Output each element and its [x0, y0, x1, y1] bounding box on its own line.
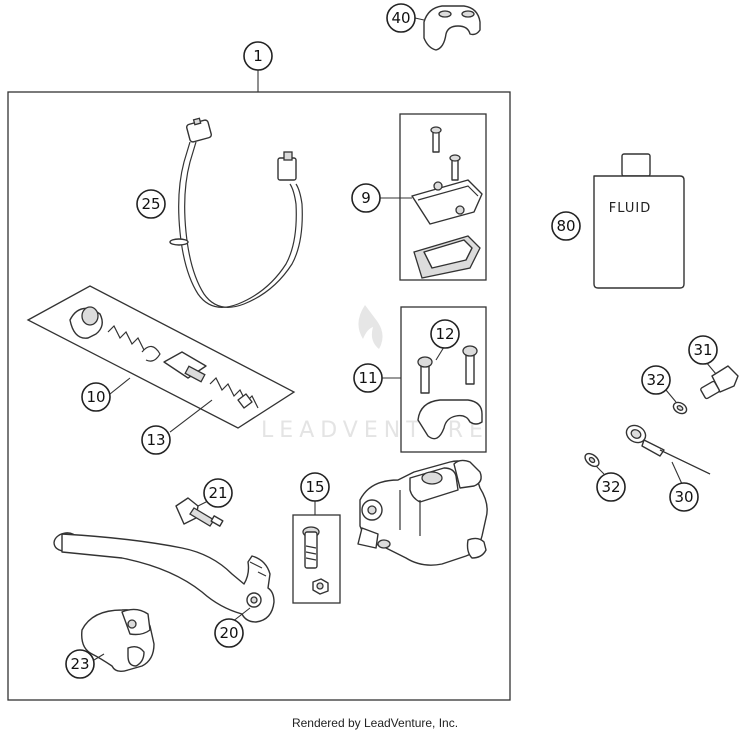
callout-1: 1	[243, 41, 273, 71]
svg-text:20: 20	[219, 624, 238, 642]
svg-text:23: 23	[70, 655, 89, 673]
clamp-set-box	[400, 306, 487, 453]
callout-9: 9	[351, 183, 381, 213]
callout-25: 25	[136, 189, 166, 219]
callout-10: 10	[81, 382, 111, 412]
callout-32-lower: 32	[596, 472, 626, 502]
pivot-bolt-part	[302, 526, 329, 595]
svg-text:1: 1	[253, 47, 263, 65]
callout-20: 20	[214, 618, 244, 648]
svg-text:13: 13	[146, 431, 165, 449]
footer-credit: Rendered by LeadVenture, Inc.	[291, 716, 459, 730]
callout-11: 11	[353, 363, 383, 393]
svg-text:32: 32	[601, 478, 620, 496]
svg-text:30: 30	[674, 488, 693, 506]
cover-set-box	[399, 113, 487, 281]
brake-hose-part	[625, 424, 711, 475]
callout-12: 12	[430, 319, 460, 349]
callout-13: 13	[141, 425, 171, 455]
svg-text:32: 32	[646, 371, 665, 389]
svg-text:31: 31	[693, 341, 712, 359]
svg-text:9: 9	[361, 189, 371, 207]
brake-lever-part	[53, 532, 275, 623]
fluid-label: FLUID	[609, 201, 651, 216]
washer-part	[584, 401, 688, 468]
callout-32-upper: 32	[641, 365, 671, 395]
clamp-part	[423, 5, 481, 51]
banjo-bolt-part	[700, 365, 739, 400]
pivot-bolt-box	[292, 514, 341, 604]
callout-31: 31	[688, 335, 718, 365]
brake-fluid-bottle: FLUID	[593, 153, 685, 289]
reservoir-cover-part	[411, 126, 483, 279]
callout-30: 30	[669, 482, 699, 512]
callout-40: 40	[386, 3, 416, 33]
callout-23: 23	[65, 649, 95, 679]
callout-21: 21	[203, 478, 233, 508]
svg-text:11: 11	[358, 369, 377, 387]
piston-kit-part	[69, 306, 259, 409]
svg-text:15: 15	[305, 478, 324, 496]
callout-80: 80	[551, 211, 581, 241]
svg-text:40: 40	[391, 9, 410, 27]
piston-kit-frame	[26, 285, 296, 429]
svg-text:21: 21	[208, 484, 227, 502]
svg-text:25: 25	[141, 195, 160, 213]
kit-frame	[7, 91, 511, 701]
svg-text:10: 10	[86, 388, 105, 406]
sensor-cable-part	[169, 117, 303, 308]
watermark-text: LEADVENTURE	[261, 418, 489, 443]
master-cylinder-part	[357, 459, 488, 566]
svg-text:12: 12	[435, 325, 454, 343]
callout-15: 15	[300, 472, 330, 502]
clamp-bolts-part	[417, 345, 483, 440]
svg-text:80: 80	[556, 217, 575, 235]
adjuster-screw-part	[175, 497, 224, 527]
